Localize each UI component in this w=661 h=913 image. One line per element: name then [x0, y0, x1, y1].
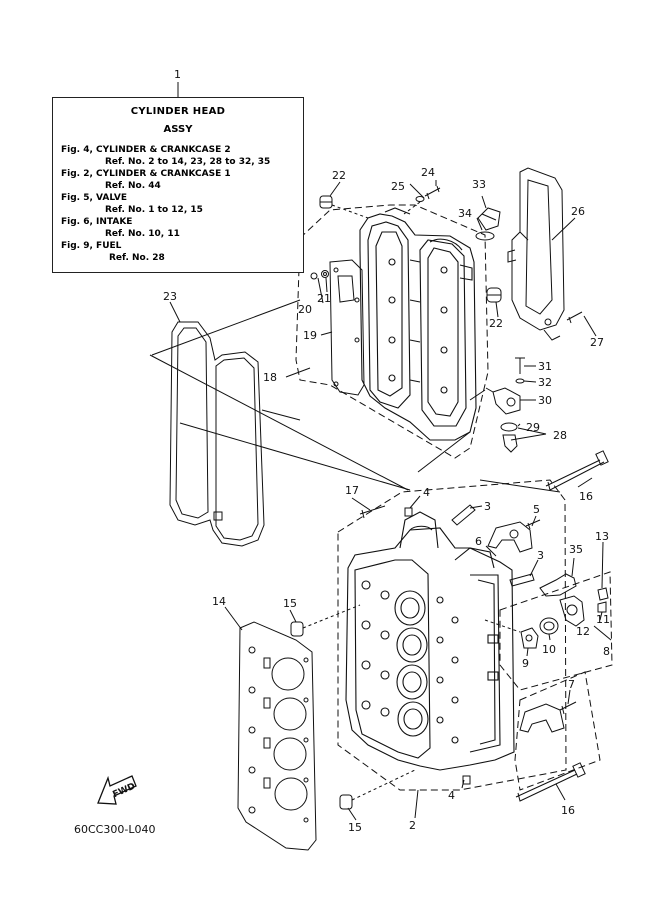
- callout-21: 21: [317, 292, 331, 305]
- fwd-arrow-icon: FWD: [97, 775, 137, 805]
- legend-line: Ref. No. 1 to 12, 15: [105, 205, 203, 215]
- callout-31: 31: [538, 360, 552, 373]
- callout-15a: 15: [283, 597, 297, 610]
- callout-18: 18: [263, 371, 277, 384]
- callout-12: 12: [576, 625, 590, 638]
- oil-filler-cap: [477, 207, 501, 231]
- callout-16a: 16: [579, 490, 593, 503]
- callout-33: 33: [472, 178, 486, 191]
- diagram-code: 60CC300-L040: [74, 823, 156, 836]
- callout-24: 24: [421, 166, 435, 179]
- callout-10: 10: [542, 643, 556, 656]
- callout-23: 23: [163, 290, 177, 303]
- assembly-legend: CYLINDER HEAD ASSY Fig. 4, CYLINDER & CR…: [52, 97, 304, 273]
- grommet-top: [319, 195, 333, 209]
- callout-9: 9: [522, 657, 529, 670]
- callout-5: 5: [533, 503, 540, 516]
- ports: [394, 590, 429, 737]
- bracket: [507, 167, 565, 341]
- callout-13: 13: [595, 530, 609, 543]
- callout-34: 34: [458, 207, 472, 220]
- grommet-right: [486, 287, 502, 303]
- dowel-pin-top: [290, 621, 304, 637]
- callout-20: 20: [298, 303, 312, 316]
- legend-line: Ref. No. 10, 11: [105, 229, 180, 239]
- legend-line: Fig. 4, CYLINDER & CRANKCASE 2: [61, 145, 231, 155]
- callout-25: 25: [391, 180, 405, 193]
- callout-17: 17: [345, 484, 359, 497]
- thermostat-cover: [559, 595, 585, 627]
- callout-3b: 3: [537, 549, 544, 562]
- thermostat: [539, 617, 559, 635]
- callout-4a: 4: [423, 486, 430, 499]
- callout-3a: 3: [484, 500, 491, 513]
- cylinder-head: [345, 511, 515, 771]
- callouts: 1 2 3 3 4 4 5 6 7 8 9 10 11 12 13 14 15 …: [163, 68, 610, 834]
- callout-19: 19: [303, 329, 317, 342]
- cover-gasket: [169, 321, 265, 547]
- callout-6: 6: [475, 535, 482, 548]
- callout-28: 28: [553, 429, 567, 442]
- callout-27: 27: [590, 336, 604, 349]
- legend-line: Ref. No. 28: [109, 253, 165, 263]
- callout-22a: 22: [332, 169, 346, 182]
- thermostat-group-outline: [499, 571, 613, 691]
- legend-title: CYLINDER HEAD: [130, 106, 226, 117]
- callout-35: 35: [569, 543, 583, 556]
- callout-4b: 4: [448, 789, 455, 802]
- legend-line: Fig. 2, CYLINDER & CRANKCASE 1: [61, 169, 231, 179]
- callout-16b: 16: [561, 804, 575, 817]
- callout-8: 8: [603, 645, 610, 658]
- head-gasket: [237, 621, 317, 851]
- cam-cap: [487, 521, 533, 553]
- cylinder-head-group-outline: [337, 479, 567, 791]
- callout-14: 14: [212, 595, 226, 608]
- callout-29: 29: [526, 421, 540, 434]
- legend-line: Ref. No. 44: [105, 181, 161, 191]
- dowel-pin-bottom: [339, 794, 353, 810]
- legend-line: Fig. 6, INTAKE: [61, 217, 133, 227]
- fitting: [520, 627, 539, 649]
- legend-line: Fig. 9, FUEL: [61, 241, 122, 251]
- leader-lines: [169, 180, 612, 821]
- cover-plate: [329, 259, 365, 396]
- callout-11: 11: [596, 613, 610, 626]
- legend-line: Fig. 5, VALVE: [61, 193, 127, 203]
- callout-7: 7: [568, 678, 575, 691]
- valve-cover: [359, 207, 477, 441]
- sensor: [485, 387, 521, 415]
- callout-2: 2: [409, 819, 416, 832]
- callout-30: 30: [538, 394, 552, 407]
- callout-15b: 15: [348, 821, 362, 834]
- callout-1: 1: [174, 68, 181, 81]
- callout-32: 32: [538, 376, 552, 389]
- legend-subtitle: ASSY: [163, 124, 193, 135]
- valve-cover-group-outline: [295, 204, 489, 459]
- callout-26: 26: [571, 205, 585, 218]
- head-bolt-holes: [361, 580, 459, 744]
- callout-22b: 22: [489, 317, 503, 330]
- lower-cap: [519, 703, 565, 733]
- legend-line: Ref. No. 2 to 14, 23, 28 to 32, 35: [105, 157, 271, 167]
